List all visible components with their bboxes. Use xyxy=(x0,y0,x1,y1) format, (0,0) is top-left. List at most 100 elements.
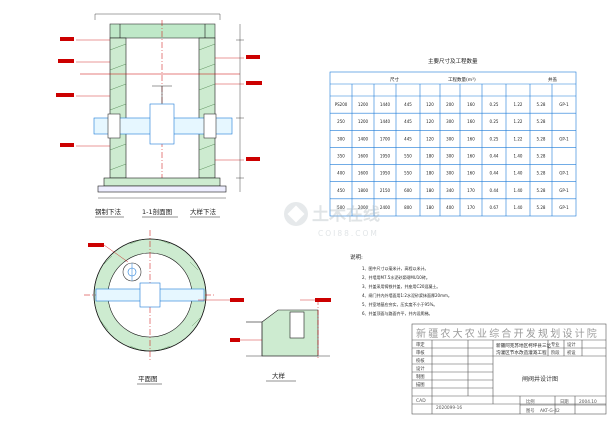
table-cell: 445 xyxy=(404,119,412,124)
table-cell: 120 xyxy=(426,136,434,141)
watermark-main: 土木在线 xyxy=(312,204,380,225)
label-plan: 平面图 xyxy=(138,375,158,383)
table-cell: 0.25 xyxy=(490,136,499,141)
table-cell: 550 xyxy=(404,171,412,176)
table-cell: 1.40 xyxy=(514,154,523,159)
table-cell: 160 xyxy=(467,136,475,141)
scale-label: 比例 xyxy=(526,398,535,405)
table-cell: 450 xyxy=(337,188,345,193)
table-cell: 0.44 xyxy=(490,171,499,176)
table-cell: 2150 xyxy=(380,188,391,193)
table-cell: 180 xyxy=(426,171,434,176)
role-label: 描图 xyxy=(416,381,425,388)
table-cell: 600 xyxy=(404,188,412,193)
table-cell: 300 xyxy=(337,136,345,141)
table-cell: 550 xyxy=(404,154,412,159)
table-cell: 1.22 xyxy=(514,119,523,124)
watermark-sub: COI88.COM xyxy=(318,229,379,238)
table-cell: 160 xyxy=(467,171,475,176)
role-label: 审核 xyxy=(416,349,425,356)
table-header-cover: 井盖 xyxy=(548,76,557,83)
table-cell: 500 xyxy=(337,205,345,210)
table-cell: 1.22 xyxy=(514,102,523,107)
table-cell: 0.25 xyxy=(490,102,499,107)
right-role-label: 阶段 xyxy=(551,349,560,356)
table-cell: 5.28 xyxy=(537,102,546,107)
notes-title: 说明: xyxy=(350,253,363,261)
table-cell: 170 xyxy=(467,205,475,210)
drawing-no-value: AKT-G-42 xyxy=(540,408,560,414)
cad-label: CAD xyxy=(416,398,426,404)
table-cell: 1800 xyxy=(358,188,369,193)
table-cell: GP-1 xyxy=(559,205,569,210)
right-role-label: 初设 xyxy=(567,349,576,356)
table-cell: 170 xyxy=(467,188,475,193)
drawing-title: 闸阀井设计图 xyxy=(522,375,558,383)
table-cell: 180 xyxy=(426,154,434,159)
table-cell: 1.22 xyxy=(514,136,523,141)
table-cell: 200 xyxy=(446,102,454,107)
table-cell: 120 xyxy=(426,102,434,107)
table-cell: 180 xyxy=(426,188,434,193)
note-line: 5、井室地基应夯实，压实度不小于95%。 xyxy=(362,301,437,307)
table-cell: 2000 xyxy=(358,205,369,210)
table-cell: GP-1 xyxy=(559,136,569,141)
table-cell: 1200 xyxy=(358,102,369,107)
table-cell: 340 xyxy=(446,188,454,193)
table-cell: 0.25 xyxy=(490,119,499,124)
table-cell: 160 xyxy=(467,154,475,159)
drawing-no-label: 图号 xyxy=(526,408,535,414)
role-label: 制图 xyxy=(416,373,425,380)
table-cell: 300 xyxy=(446,119,454,124)
table-cell: 5.28 xyxy=(537,171,546,176)
date-value: 2004.10 xyxy=(579,399,597,405)
table-cell: 5.28 xyxy=(537,119,546,124)
table-cell: GP-1 xyxy=(559,171,569,176)
note-line: 2、井墙用M7.5水泥砂浆砌MU10砖。 xyxy=(362,274,430,280)
table-cell: 1440 xyxy=(380,119,391,124)
role-label: 校核 xyxy=(416,357,425,364)
table-cell: 350 xyxy=(337,154,345,159)
table-cell: 1440 xyxy=(380,102,391,107)
table-cell: 445 xyxy=(404,102,412,107)
table-cell: 250 xyxy=(337,119,345,124)
table-cell: 5.28 xyxy=(537,205,546,210)
detail-view xyxy=(230,298,331,360)
table-cell: 160 xyxy=(467,119,475,124)
table-cell: 1950 xyxy=(380,171,391,176)
section-view xyxy=(56,13,262,199)
table-title: 主要尺寸及工程数量 xyxy=(428,57,478,65)
project-name: 新疆阿克苏地区柯坪县三岔沟灌区节水改造灌溉工程 xyxy=(496,342,552,356)
table-cell: 1.40 xyxy=(514,171,523,176)
table-cell: 5.28 xyxy=(537,136,546,141)
table-cell: 0.44 xyxy=(490,154,499,159)
label-detail: 大样 xyxy=(272,371,286,380)
label-section-left: 钢制下法 xyxy=(95,207,122,216)
table-cell: 300 xyxy=(446,154,454,159)
role-label: 审定 xyxy=(416,341,425,348)
notes: 1、图中尺寸以毫米计，高程以米计。2、井墙用M7.5水泥砂浆砌MU10砖。3、井… xyxy=(362,265,452,316)
table-cell: 300 xyxy=(446,171,454,176)
serial-value: 2020099-16 xyxy=(436,405,462,411)
table-cell: 1600 xyxy=(358,154,369,159)
table-cell: 400 xyxy=(337,171,345,176)
note-line: 3、井盖采用铸铁井盖，井座用C20混凝土。 xyxy=(362,283,440,289)
role-label: 设计 xyxy=(416,365,425,372)
table-cell: 1700 xyxy=(380,136,391,141)
table-cell: 2400 xyxy=(380,205,391,210)
label-section-right: 大样下法 xyxy=(190,207,217,216)
label-section-mid: 1-1剖面图 xyxy=(142,207,172,216)
table-cell: 1.40 xyxy=(514,188,523,193)
table-cell: 1400 xyxy=(358,136,369,141)
table-cell: PS200 xyxy=(335,102,348,107)
note-line: 6、井盖顶面与路面齐平，井内设爬梯。 xyxy=(362,310,433,316)
table-cell: 1.40 xyxy=(514,205,523,210)
right-role-labels: 专业设计阶段初设 xyxy=(551,341,576,356)
right-role-label: 设计 xyxy=(567,341,576,348)
table-cell: 445 xyxy=(404,136,412,141)
table-cell: 1200 xyxy=(358,119,369,124)
table-cell: 800 xyxy=(404,205,412,210)
